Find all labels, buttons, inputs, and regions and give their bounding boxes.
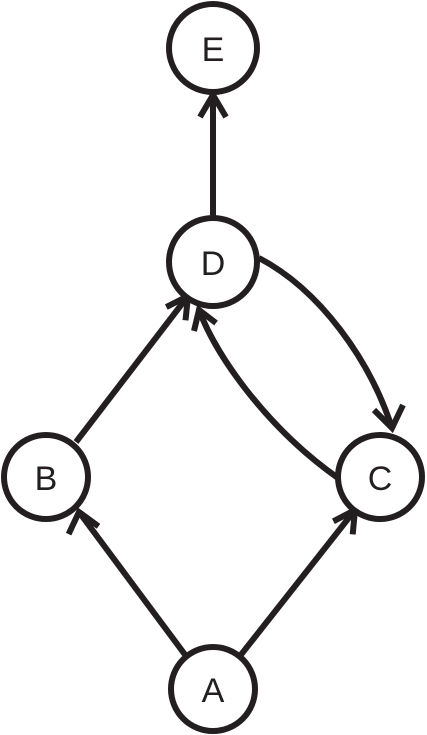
node-b-label: B xyxy=(35,460,58,498)
node-e-label: E xyxy=(202,31,225,69)
node-c-label: C xyxy=(368,460,393,498)
edge-d-to-c xyxy=(257,255,406,434)
arrowhead-icon xyxy=(371,403,406,434)
arrowhead-icon xyxy=(65,507,101,536)
edge-d-to-e xyxy=(197,89,229,216)
node-e: E xyxy=(166,1,260,95)
edges xyxy=(65,89,406,658)
edge-a-to-c xyxy=(237,504,359,658)
arrowhead-icon xyxy=(191,304,218,332)
node-d-label: D xyxy=(201,245,226,283)
node-a-label: A xyxy=(202,672,225,710)
node-b: B xyxy=(1,432,91,522)
edge-a-to-b xyxy=(65,507,189,658)
node-a: A xyxy=(168,644,258,734)
node-c: C xyxy=(335,432,425,522)
edge-c-to-d xyxy=(191,304,340,481)
edge-b-to-d xyxy=(73,290,192,444)
node-d: D xyxy=(166,215,260,309)
